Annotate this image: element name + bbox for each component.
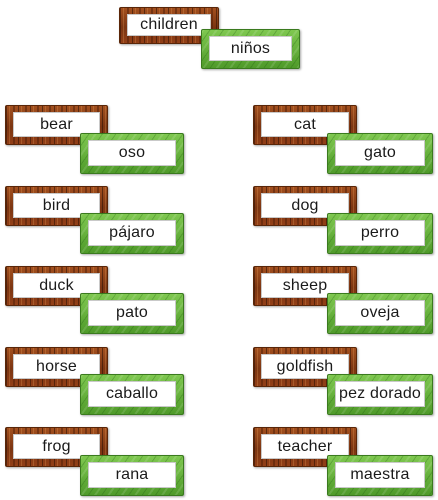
card-label: niños	[209, 36, 292, 61]
spanish-word-card[interactable]: perro	[327, 213, 433, 254]
card-label: cat	[261, 112, 349, 137]
spanish-word-card[interactable]: pato	[80, 293, 184, 334]
card-label: rana	[88, 462, 176, 488]
card-label: gato	[335, 140, 425, 166]
spanish-word-card[interactable]: oso	[80, 133, 184, 174]
english-word-card[interactable]: frog	[5, 427, 108, 467]
english-word-card[interactable]: horse	[5, 347, 108, 387]
card-label: maestra	[335, 462, 425, 488]
card-label: sheep	[261, 273, 349, 298]
spanish-word-card[interactable]: gato	[327, 133, 433, 174]
card-label: children	[127, 14, 211, 36]
spanish-word-card[interactable]: rana	[80, 455, 184, 496]
card-label: frog	[13, 434, 100, 459]
card-label: oso	[88, 140, 176, 166]
spanish-word-card[interactable]: oveja	[327, 293, 433, 334]
card-label: pez dorado	[335, 381, 425, 407]
card-label: teacher	[261, 434, 349, 459]
card-label: horse	[13, 354, 100, 379]
card-label: goldfish	[261, 354, 349, 379]
english-word-card[interactable]: teacher	[253, 427, 357, 467]
card-label: pato	[88, 300, 176, 326]
card-label: caballo	[88, 381, 176, 407]
card-label: pájaro	[88, 220, 176, 246]
english-word-card[interactable]: children	[119, 7, 219, 44]
card-label: perro	[335, 220, 425, 246]
card-label: oveja	[335, 300, 425, 326]
card-label: bear	[13, 112, 100, 137]
spanish-word-card[interactable]: maestra	[327, 455, 433, 496]
spanish-word-card[interactable]: pez dorado	[327, 374, 433, 415]
spanish-word-card[interactable]: caballo	[80, 374, 184, 415]
spanish-word-card[interactable]: pájaro	[80, 213, 184, 254]
spanish-word-card[interactable]: niños	[201, 29, 300, 69]
